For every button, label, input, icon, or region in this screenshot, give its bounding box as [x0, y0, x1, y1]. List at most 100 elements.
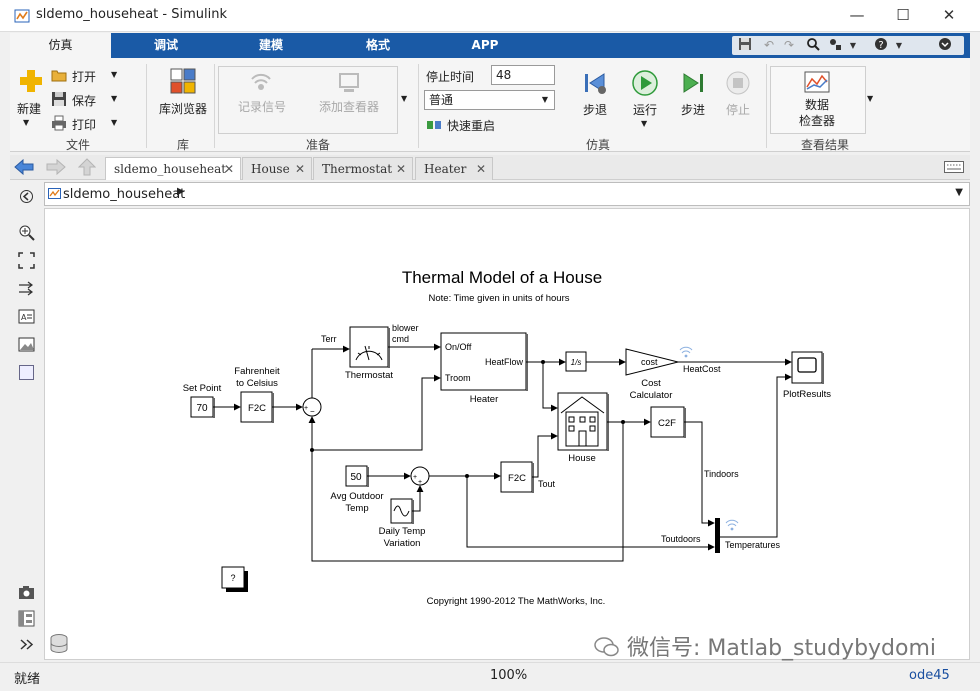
- stop-time-input[interactable]: 48: [491, 65, 555, 85]
- thermostat-block[interactable]: [349, 326, 390, 368]
- new-model-icon[interactable]: [18, 68, 44, 94]
- prepare-gallery-chevron-down-icon[interactable]: ▼: [401, 94, 408, 103]
- log-signals-button[interactable]: 记录信号: [237, 100, 286, 114]
- data-inspector-icon[interactable]: [804, 71, 830, 93]
- stop-icon[interactable]: [725, 70, 751, 96]
- run-chevron-down-icon[interactable]: ▼: [641, 119, 648, 128]
- tab-apps[interactable]: APP: [471, 38, 499, 52]
- prepare-section-label: 准备: [305, 138, 330, 152]
- c2f-block[interactable]: C2F: [650, 406, 686, 438]
- hide-show-browser-icon[interactable]: [18, 188, 35, 205]
- arrow-connect-icon[interactable]: [18, 280, 35, 297]
- run-icon[interactable]: [631, 69, 659, 97]
- save-button[interactable]: 保存: [72, 94, 97, 108]
- integrator-block[interactable]: 1/s: [565, 351, 587, 372]
- plotresults-block[interactable]: [791, 351, 824, 384]
- add-viewer-button[interactable]: 添加查看器: [318, 100, 379, 114]
- save-disk-icon[interactable]: [51, 91, 67, 107]
- screenshot-camera-icon[interactable]: [18, 584, 35, 601]
- model-data-icon[interactable]: [49, 633, 69, 655]
- simulation-mode-select[interactable]: 普通 ▼: [424, 90, 555, 110]
- data-inspector-label-line2[interactable]: 检查器: [798, 114, 835, 128]
- fast-restart-icon[interactable]: [427, 119, 441, 131]
- editor-tab-house[interactable]: House ✕: [242, 157, 312, 180]
- step-back-icon[interactable]: [582, 70, 608, 96]
- printer-icon[interactable]: [51, 115, 67, 131]
- community-icon[interactable]: [826, 37, 844, 54]
- new-chevron-down-icon[interactable]: ▼: [23, 118, 30, 127]
- close-tab-icon[interactable]: ✕: [395, 162, 406, 176]
- chevron-down-icon[interactable]: ▼: [849, 41, 857, 50]
- editor-tab-heater[interactable]: Heater ✕: [415, 157, 493, 180]
- image-icon[interactable]: [18, 336, 35, 353]
- daily-temp-sine-block[interactable]: [390, 498, 414, 524]
- help-icon[interactable]: ?: [872, 37, 890, 54]
- avg-outdoor-temp-block[interactable]: 50: [345, 465, 369, 487]
- forward-arrow-icon[interactable]: [46, 159, 66, 175]
- save-chevron-down-icon[interactable]: ▼: [111, 94, 118, 103]
- step-forward-button[interactable]: 步进: [680, 103, 705, 117]
- open-button[interactable]: 打开: [72, 70, 97, 84]
- print-button[interactable]: 打印: [72, 118, 97, 132]
- model-browser-icon[interactable]: [18, 610, 35, 627]
- solver-link[interactable]: ode45: [909, 668, 950, 683]
- stop-button[interactable]: 停止: [725, 103, 750, 117]
- sum-block-error[interactable]: +−: [302, 397, 322, 417]
- fast-restart-button[interactable]: 快速重启: [447, 119, 496, 133]
- fit-to-view-icon[interactable]: [18, 252, 35, 269]
- redo-icon[interactable]: ↷: [783, 38, 795, 52]
- search-icon[interactable]: [804, 37, 822, 54]
- set-point-block[interactable]: 70: [190, 396, 215, 418]
- new-button-label[interactable]: 新建: [16, 102, 41, 116]
- breadcrumb-model-name[interactable]: sldemo_househeat: [63, 187, 186, 202]
- open-folder-icon[interactable]: [51, 67, 67, 83]
- step-back-button[interactable]: 步退: [582, 103, 607, 117]
- annotation-icon[interactable]: A: [18, 308, 35, 325]
- expand-more-icon[interactable]: [18, 636, 35, 653]
- heater-block[interactable]: On/Off Troom HeatFlow: [440, 332, 528, 391]
- close-tab-icon[interactable]: ✕: [475, 162, 486, 176]
- run-button[interactable]: 运行: [632, 103, 657, 117]
- f2c-outdoor-block[interactable]: F2C: [500, 461, 534, 493]
- help-chevron-down-icon[interactable]: ▼: [895, 41, 903, 50]
- editor-tab-sldemo-househeat[interactable]: sldemo_househeat ✕: [105, 157, 241, 180]
- data-inspector-label-line1[interactable]: 数据: [804, 98, 829, 112]
- sum-block-outdoor[interactable]: ++: [410, 466, 430, 486]
- model-address-bar[interactable]: sldemo_househeat ▶ ▼: [44, 182, 970, 206]
- editor-tab-thermostat[interactable]: Thermostat ✕: [313, 157, 413, 180]
- maximize-button[interactable]: ☐: [896, 6, 910, 24]
- zoom-level[interactable]: 100%: [490, 668, 528, 683]
- minimize-button[interactable]: —: [849, 6, 865, 24]
- undo-icon[interactable]: ↶: [763, 38, 775, 52]
- help-block[interactable]: ?: [221, 566, 248, 592]
- library-browser-icon[interactable]: [170, 68, 196, 94]
- step-forward-icon[interactable]: [680, 70, 706, 96]
- close-button[interactable]: ✕: [942, 6, 956, 24]
- print-chevron-down-icon[interactable]: ▼: [111, 118, 118, 127]
- back-arrow-icon[interactable]: [14, 159, 34, 175]
- save-icon[interactable]: [736, 37, 754, 54]
- cost-gain-block[interactable]: cost: [625, 348, 679, 376]
- close-tab-icon[interactable]: ✕: [223, 162, 234, 176]
- f2c-block[interactable]: F2C: [240, 391, 274, 423]
- up-arrow-icon[interactable]: [78, 158, 96, 176]
- tab-modeling[interactable]: 建模: [258, 38, 283, 52]
- model-canvas[interactable]: Thermal Model of a House Note: Time give…: [44, 208, 970, 660]
- house-block[interactable]: [557, 392, 609, 451]
- address-chevron-down-icon[interactable]: ▼: [955, 187, 963, 198]
- mux-block[interactable]: [715, 518, 720, 553]
- tab-debug[interactable]: 调试: [153, 38, 178, 52]
- area-icon[interactable]: [18, 364, 35, 381]
- keyboard-icon[interactable]: [944, 161, 964, 173]
- tab-format[interactable]: 格式: [365, 38, 390, 52]
- open-chevron-down-icon[interactable]: ▼: [111, 70, 118, 79]
- review-gallery-chevron-down-icon[interactable]: ▼: [867, 94, 874, 103]
- collapse-ribbon-icon[interactable]: [936, 37, 954, 54]
- cost-calculator-label-line1: Cost: [641, 378, 661, 389]
- breadcrumb-chevron-right-icon[interactable]: ▶: [177, 186, 185, 197]
- library-browser-button[interactable]: 库浏览器: [158, 102, 207, 116]
- tab-simulation[interactable]: 仿真: [10, 33, 111, 58]
- review-section-label: 查看结果: [800, 138, 849, 152]
- close-tab-icon[interactable]: ✕: [294, 162, 305, 176]
- zoom-in-icon[interactable]: [18, 224, 35, 241]
